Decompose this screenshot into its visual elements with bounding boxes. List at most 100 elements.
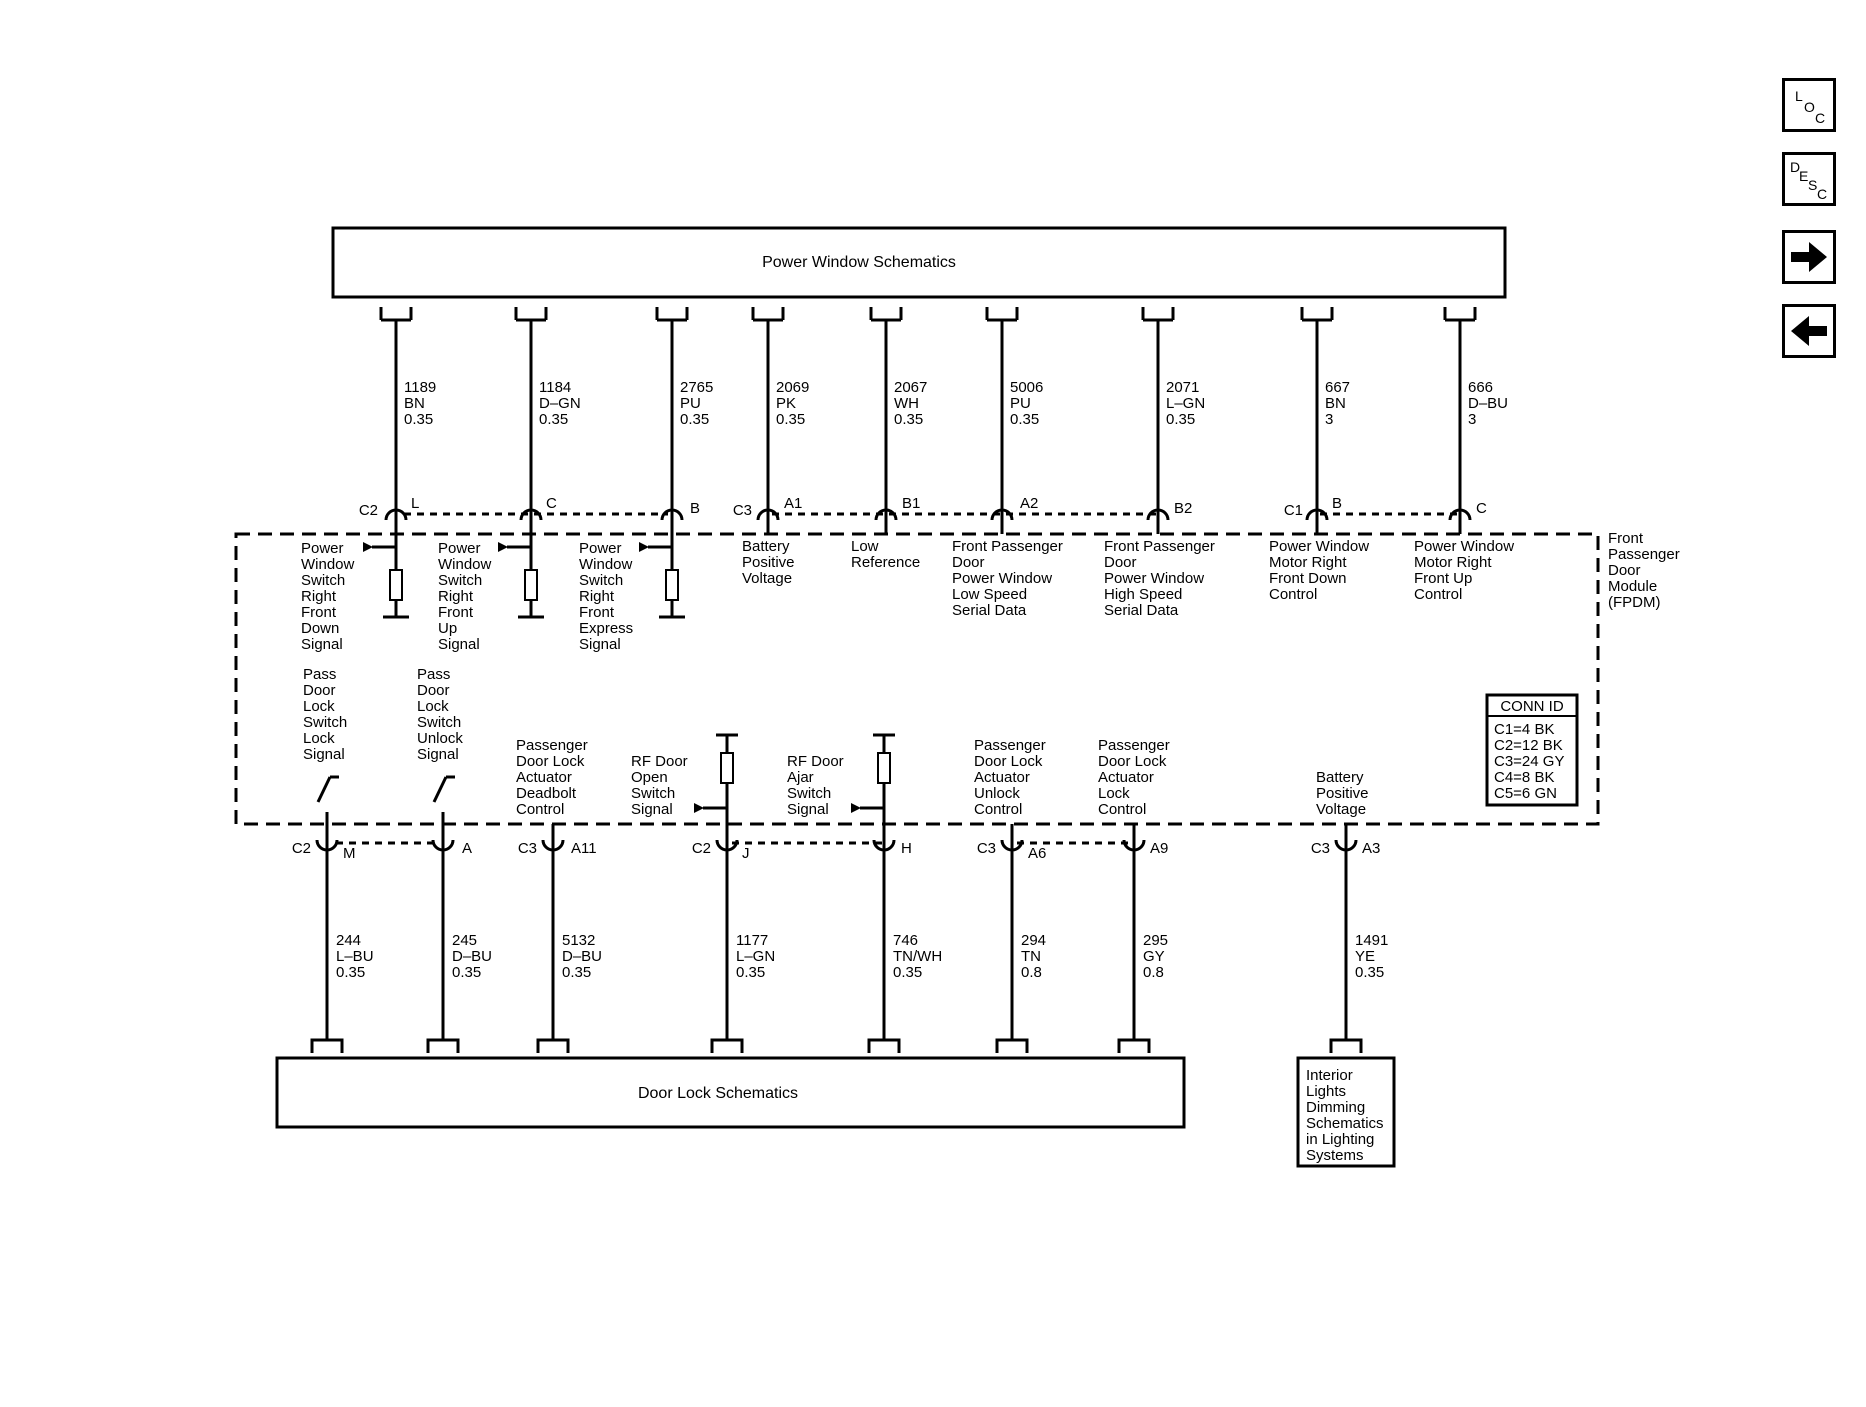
module-name-line: Front xyxy=(1608,530,1644,547)
interior-line: Interior xyxy=(1306,1067,1353,1084)
function-line: Unlock xyxy=(974,785,1020,802)
function-line: Switch xyxy=(438,572,482,589)
connector-id: C1 xyxy=(1284,502,1303,519)
function-line: Power xyxy=(579,540,622,557)
previous-page-button[interactable] xyxy=(1782,304,1836,358)
wire-terminal xyxy=(869,307,903,322)
interior-line: Dimming xyxy=(1306,1099,1365,1116)
function-line: Passenger xyxy=(516,737,588,754)
function-line: Low Speed xyxy=(952,586,1027,603)
interior-lights-label: Interior Lights Dimming Schematics in Li… xyxy=(1306,1067,1384,1164)
interior-lights-box xyxy=(1296,1056,1396,1168)
desc-letter-e: E xyxy=(1799,168,1809,184)
function-label-battery-positive-top: Battery Positive Voltage xyxy=(742,538,795,587)
wire-circuit: 746 xyxy=(893,932,918,949)
function-line: High Speed xyxy=(1104,586,1182,603)
pin-id: A11 xyxy=(571,840,597,857)
bottom-wire-294: 294 TN 0.8 C3 A6 xyxy=(977,824,1046,1053)
function-line: Voltage xyxy=(742,570,792,587)
wire-terminal xyxy=(710,1038,744,1053)
module-name-line: Passenger xyxy=(1608,546,1680,563)
pin-arc xyxy=(1122,839,1146,852)
function-line: Control xyxy=(974,801,1022,818)
pin-arc xyxy=(384,508,408,521)
function-line: Door xyxy=(1104,554,1137,571)
function-line: Right xyxy=(438,588,474,605)
desc-button[interactable]: D E S C xyxy=(1782,152,1836,206)
fpdm-module-outline xyxy=(234,532,1600,826)
pin-id: A xyxy=(462,840,472,857)
function-line: Switch xyxy=(417,714,461,731)
wire-color: PK xyxy=(776,395,796,412)
wire-color: PU xyxy=(680,395,701,412)
function-line: Battery xyxy=(742,538,790,555)
pin-id: B xyxy=(690,500,700,517)
pin-id: A1 xyxy=(784,495,802,512)
door-lock-schematics-label: Door Lock Schematics xyxy=(638,1085,798,1102)
connector-id: C2 xyxy=(292,840,311,857)
pin-arc xyxy=(315,839,339,852)
wire-size: 0.35 xyxy=(539,411,568,428)
function-line: Front Up xyxy=(1414,570,1472,587)
conn-id-entry: C5=6 GN xyxy=(1494,785,1557,802)
power-window-schematics-box xyxy=(331,226,1507,299)
function-line: Window xyxy=(579,556,633,573)
function-line: Lock xyxy=(417,698,449,715)
wire-color: D–BU xyxy=(452,948,492,965)
wire-terminal xyxy=(1329,1038,1363,1053)
pin-arc xyxy=(756,508,780,521)
interior-line: Systems xyxy=(1306,1147,1364,1164)
function-line: Signal xyxy=(301,636,343,653)
function-label-lock-actuator: Passenger Door Lock Actuator Lock Contro… xyxy=(1098,737,1170,818)
wire-terminal xyxy=(751,307,785,322)
wire-terminal xyxy=(655,307,689,322)
pin-id: L xyxy=(411,495,419,512)
function-line: Switch xyxy=(303,714,347,731)
connector-id: C2 xyxy=(692,840,711,857)
module-name-line: (FPDM) xyxy=(1608,594,1661,611)
desc-letter-d: D xyxy=(1790,159,1801,175)
wire-circuit: 667 xyxy=(1325,379,1350,396)
rf-door-ajar-pullup xyxy=(851,733,895,813)
pin-id: A3 xyxy=(1362,840,1380,857)
wire-circuit: 5132 xyxy=(562,932,595,949)
wire-terminal xyxy=(867,1038,901,1053)
function-label-power-window-up: Power Window Switch Right Front Up Signa… xyxy=(438,540,492,653)
pin-id: A6 xyxy=(1028,845,1046,862)
pin-id: C xyxy=(546,495,557,512)
wire-size: 3 xyxy=(1325,411,1333,428)
pin-arc xyxy=(1334,839,1358,852)
pin-id: M xyxy=(343,845,356,862)
desc-letter-s: S xyxy=(1808,177,1818,193)
wire-circuit: 295 xyxy=(1143,932,1168,949)
function-line: Switch xyxy=(301,572,345,589)
loc-button[interactable]: L O C xyxy=(1782,78,1836,132)
pin-arc xyxy=(1000,839,1024,852)
function-line: Door Lock xyxy=(516,753,585,770)
connector-id: C2 xyxy=(359,502,378,519)
connector-id: C3 xyxy=(1311,840,1330,857)
interior-line: Schematics xyxy=(1306,1115,1384,1132)
wire-circuit: 2765 xyxy=(680,379,713,396)
wire-color: D–BU xyxy=(1468,395,1508,412)
function-line: Door Lock xyxy=(1098,753,1167,770)
function-line: Low xyxy=(851,538,879,555)
bottom-wire-1177: 1177 L–GN 0.35 C2 J xyxy=(692,735,775,1053)
next-page-button[interactable] xyxy=(1782,230,1836,284)
function-line: Switch xyxy=(631,785,675,802)
top-wire-1184: 1184 D–GN 0.35 C xyxy=(514,307,581,617)
function-label-lock-switch: Pass Door Lock Switch Lock Signal xyxy=(303,666,347,763)
bottom-wire-295: 295 GY 0.8 A9 xyxy=(1117,824,1168,1053)
function-line: Motor Right xyxy=(1414,554,1492,571)
function-line: Power Window xyxy=(1414,538,1514,555)
wire-size: 0.35 xyxy=(893,964,922,981)
wire-size: 0.8 xyxy=(1143,964,1164,981)
resistor xyxy=(524,569,538,601)
function-line: Control xyxy=(1269,586,1317,603)
wire-color: PU xyxy=(1010,395,1031,412)
function-label-power-window-express: Power Window Switch Right Front Express … xyxy=(579,540,633,653)
function-line: Power Window xyxy=(952,570,1052,587)
function-line: Express xyxy=(579,620,633,637)
function-line: Open xyxy=(631,769,668,786)
function-line: Deadbolt xyxy=(516,785,577,802)
